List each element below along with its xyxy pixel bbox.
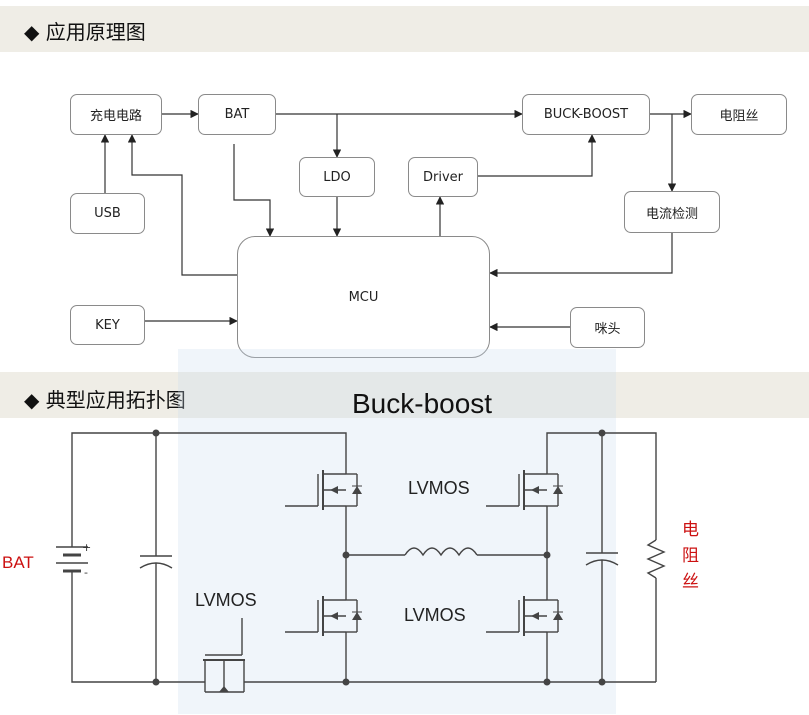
section-header-topology: ◆ 典型应用拓扑图 [0, 372, 809, 418]
lvmos-label-left: LVMOS [195, 590, 257, 610]
lvmos-label-bottom-right: LVMOS [404, 605, 466, 625]
microphone-block: 咪头 [570, 307, 645, 348]
driver-block: Driver [408, 157, 478, 197]
usb-block: USB [70, 193, 145, 234]
battery-label: BAT [2, 553, 34, 572]
section-title-schematic: ◆ 应用原理图 [24, 20, 146, 44]
battery-block: BAT [198, 94, 276, 135]
current-detect-block: 电流检测 [624, 191, 720, 233]
mcu-block: MCU [237, 236, 490, 358]
svg-text:+: + [82, 541, 91, 554]
heater-label: 电 阻 丝 [682, 520, 699, 592]
buck-boost-highlight [178, 349, 616, 714]
charging-circuit-block: 充电电路 [70, 94, 162, 135]
heater-block: 电阻丝 [691, 94, 787, 135]
svg-text:-: - [84, 566, 88, 579]
buck-boost-block: BUCK-BOOST [522, 94, 650, 135]
section-header-schematic: ◆ 应用原理图 [0, 6, 809, 52]
topology-title: Buck-boost [352, 388, 493, 419]
section-title-topology: ◆ 典型应用拓扑图 [24, 388, 186, 412]
ldo-block: LDO [299, 157, 375, 197]
key-block: KEY [70, 305, 145, 345]
lvmos-label-top-right: LVMOS [408, 478, 470, 498]
